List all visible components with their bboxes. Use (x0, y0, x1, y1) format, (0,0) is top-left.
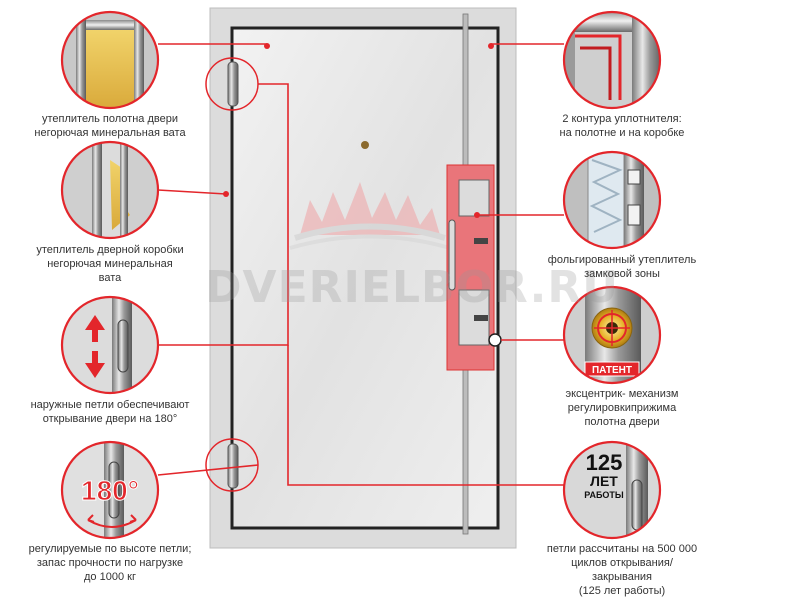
caption-frame-insulation: утеплитель дверной коробки негорючая мин… (10, 243, 210, 285)
watermark-text: DVERIELBOR.RU (205, 262, 619, 313)
external-hinge-arrows-icon (60, 295, 160, 395)
caption-adjustable-hinges: регулируемые по высоте петли; запас проч… (10, 542, 210, 584)
adjustable-hinge-icon: 180° (60, 440, 160, 540)
work-word: РАБОТЫ (584, 490, 624, 500)
years-number: 125 (586, 450, 623, 475)
caption-line: эксцентрик- механизм (565, 388, 679, 400)
lower-bolt (474, 315, 488, 321)
peephole (361, 141, 369, 149)
eccentric-mechanism-icon: ПАТЕНТ (562, 285, 662, 385)
handle (448, 219, 456, 291)
caption-line: до 1000 кг (84, 571, 136, 583)
rotation-badge: 180° (81, 475, 139, 506)
caption-foil-insulation: фольгированный утеплитель замковой зоны (522, 253, 722, 281)
hinge-lifetime-icon: 125 ЛЕТ РАБОТЫ (562, 440, 662, 540)
upper-bolt (474, 238, 488, 244)
caption-line: 2 контура уплотнителя: (562, 113, 682, 125)
mineral-wool-panel-icon (60, 10, 160, 110)
caption-external-hinges: наружные петли обеспечивают открывание д… (10, 398, 210, 426)
caption-line: негорючая минеральная вата (34, 127, 186, 139)
connector-lines (157, 43, 564, 486)
double-seal-contour-icon (562, 10, 662, 110)
patent-badge: ПАТЕНТ (592, 365, 632, 376)
caption-line: петли рассчитаны на 500 000 (546, 543, 698, 555)
caption-line: наружные петли обеспечивают (30, 399, 190, 411)
frame-insulation-icon (60, 140, 160, 240)
caption-hinge-lifetime: петли рассчитаны на 500 000 циклов откры… (522, 542, 722, 598)
caption-line: вата (98, 272, 122, 284)
foil-lock-insulation-icon (562, 150, 662, 250)
caption-line: утеплитель дверной коробки (36, 244, 184, 256)
upper-lock-plate (458, 179, 490, 217)
caption-line: закрывания (591, 571, 652, 583)
caption-seal-contours: 2 контура уплотнителя: на полотне и на к… (522, 112, 722, 140)
lower-hinge (227, 443, 239, 489)
caption-line: открывание двери на 180° (42, 413, 178, 425)
caption-line: (125 лет работы) (578, 585, 666, 597)
caption-line: замковой зоны (584, 268, 660, 280)
caption-line: негорючая минеральная (47, 258, 173, 270)
years-word: ЛЕТ (590, 473, 618, 489)
caption-line: циклов открывания/ (571, 557, 673, 569)
upper-hinge (227, 61, 239, 107)
caption-line: фольгированный утеплитель (547, 254, 697, 266)
caption-line: запас прочности по нагрузке (36, 557, 184, 569)
door-illustration (205, 7, 517, 549)
eccentric-point (488, 333, 502, 347)
caption-panel-insulation: утеплитель полотна двери негорючая минер… (10, 112, 210, 140)
caption-line: регулировкиприжима (567, 402, 677, 414)
caption-line: на полотне и на коробке (559, 127, 685, 139)
watermark-logo-icon (289, 182, 451, 250)
caption-line: утеплитель полотна двери (42, 113, 178, 125)
caption-line: регулируемые по высоте петли; (28, 543, 192, 555)
caption-line: полотна двери (584, 416, 660, 428)
caption-eccentric: эксцентрик- механизм регулировкиприжима … (522, 387, 722, 429)
